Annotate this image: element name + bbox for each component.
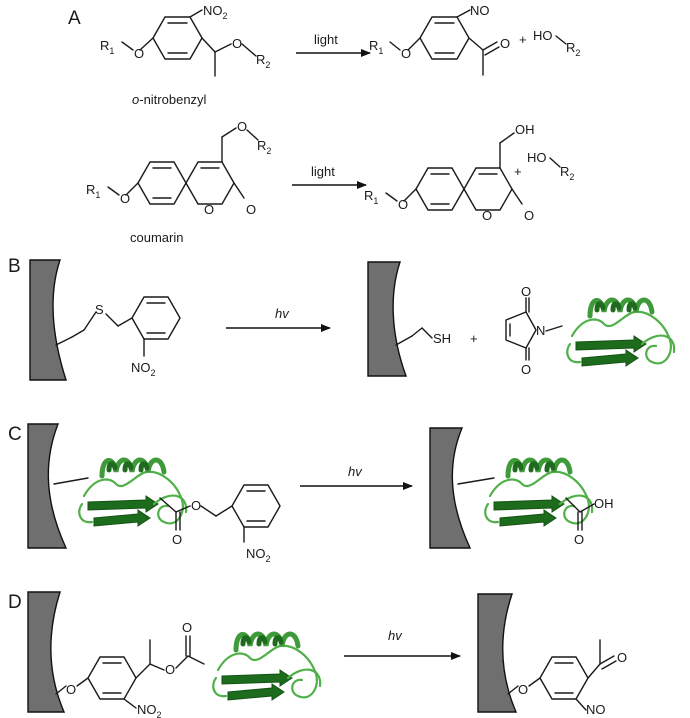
ring-o-label: O	[204, 202, 214, 217]
ether-o-label: O	[232, 36, 242, 51]
no2-label-c: NO2	[246, 546, 271, 564]
hydroxymethyl-oh: OH	[515, 122, 535, 137]
arrow-label-light-2: light	[311, 164, 335, 179]
ketone-o-label: O	[500, 36, 510, 51]
carboxylic-acid-c: O OH	[565, 496, 614, 547]
thioether-linker-b: S NO2	[55, 296, 181, 378]
acid-carbonyl-o: O	[574, 532, 584, 547]
maleimide: O O N	[505, 284, 563, 377]
sulfur-label: S	[95, 302, 104, 317]
panel-letter-a: A	[68, 8, 81, 29]
surface-d-right	[477, 593, 518, 713]
r2-label: R2	[256, 52, 270, 70]
surface-c-right	[429, 427, 472, 549]
arrow-label-hv-d: hv	[388, 628, 403, 643]
thiol-sh-label: SH	[433, 331, 451, 346]
panel-letter-d: D	[8, 592, 22, 613]
r1-label-4: R1	[364, 188, 378, 206]
ester-carbonyl-o-d: O	[182, 620, 192, 635]
ester-o-label-d: O	[165, 662, 175, 677]
surface-d-left	[27, 591, 66, 713]
r2-label-3: R2	[257, 138, 271, 156]
protein-b	[567, 300, 674, 366]
plus-b: +	[470, 331, 478, 346]
r2-label-2: R2	[566, 40, 580, 58]
aryl-o-label-d2: O	[518, 682, 528, 697]
surface-b-right	[367, 261, 407, 377]
protein-d	[213, 634, 320, 700]
surface-c-left	[27, 423, 68, 549]
ester-o-label: O	[191, 498, 201, 513]
coumarin-product: OH O O O R1 + HO R2	[364, 122, 574, 223]
acid-oh-label: OH	[594, 496, 614, 511]
alcohol-ho-label: HO	[533, 28, 553, 43]
r1-label-3: R1	[86, 182, 100, 200]
nitrobenzyl-caption: o-nitrobenzyl	[132, 92, 207, 107]
arrow-label-hv-c: hv	[348, 464, 363, 479]
coumarin-ether-o: O	[237, 119, 247, 134]
nitroso-product: NO O O R1 + HO R2	[369, 3, 580, 76]
surface-b-left	[29, 259, 67, 381]
no2-label-b: NO2	[131, 360, 156, 378]
plus-a2: +	[514, 164, 522, 179]
maleimide-n-label: N	[536, 323, 545, 338]
plus-a1: +	[519, 32, 527, 47]
nitrobenzyl-ester-d: O NO2 O O	[55, 620, 205, 718]
r2-label-4: R2	[560, 164, 574, 182]
aryl-o-label-3: O	[120, 191, 130, 206]
aryl-o-label-4: O	[398, 197, 408, 212]
ester-carbonyl-o: O	[172, 532, 182, 547]
arrow-label-hv-b: hv	[275, 306, 290, 321]
coumarin-reactant: O R2 O O O R1 coumarin	[86, 119, 271, 245]
ketone-o-label-d: O	[617, 650, 627, 665]
ring-o-label-2: O	[482, 208, 492, 223]
maleimide-o-top: O	[521, 284, 531, 299]
no-label: NO	[470, 3, 490, 18]
aryl-o-label-d: O	[66, 682, 76, 697]
carbonyl-o-label-2: O	[524, 208, 534, 223]
no2-label-d: NO2	[137, 702, 162, 718]
panel-letter-c: C	[8, 424, 22, 445]
carbonyl-o-label: O	[246, 202, 256, 217]
protein-c-left	[79, 460, 186, 526]
r1-label: R1	[100, 38, 114, 56]
nitrobenzyl-reactant: NO2 O R2 O R1 o-nitrobenzyl	[100, 3, 270, 107]
no2-label: NO2	[203, 3, 228, 21]
protein-c-right	[485, 460, 592, 526]
nitroso-product-d: O NO O	[507, 639, 627, 717]
aryl-o-label-2: O	[401, 46, 411, 61]
r1-label-2: R1	[369, 38, 383, 56]
maleimide-o-bottom: O	[521, 362, 531, 377]
no-label-d: NO	[586, 702, 606, 717]
aryl-o-label: O	[134, 46, 144, 61]
arrow-label-light-1: light	[314, 32, 338, 47]
alcohol-ho-label-2: HO	[527, 150, 547, 165]
panel-letter-b: B	[8, 256, 21, 277]
nitrobenzyl-ester-c: O O NO2	[159, 484, 281, 564]
coumarin-caption: coumarin	[130, 230, 183, 245]
